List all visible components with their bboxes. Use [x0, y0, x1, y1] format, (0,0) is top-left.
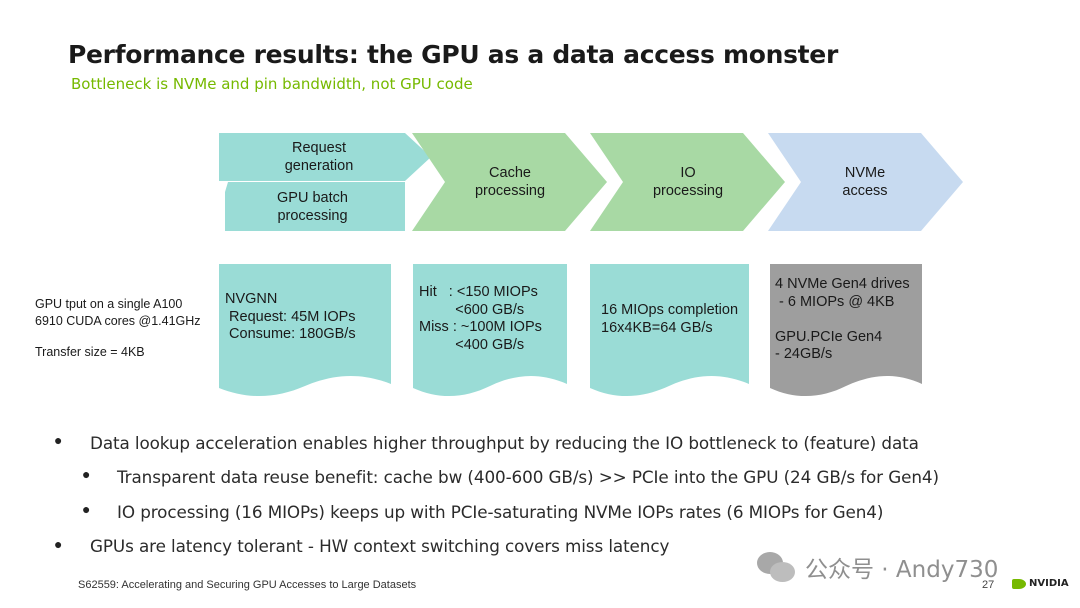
bullet-item: GPUs are latency tolerant - HW context s…: [90, 536, 670, 556]
stage-cache-label: Cache processing: [474, 165, 546, 199]
watermark-text: 公众号 · Andy730: [805, 557, 999, 583]
stage-io-shape: [590, 133, 785, 231]
sub-bullet-item: IO processing (16 MIOPs) keeps up with P…: [117, 502, 884, 522]
sub-bullet-item: Transparent data reuse benefit: cache bw…: [117, 467, 939, 487]
box-nvgnn-shape: [219, 264, 391, 397]
page-number: 27: [982, 579, 995, 591]
box-nvme-stats-shape: [770, 264, 922, 397]
stage-gpu-batch-shape: [225, 182, 405, 231]
bullet-dot-icon: ●: [82, 466, 91, 482]
note-transfer-size: Transfer size = 4KB: [35, 345, 145, 359]
stage-gpu-batch-label: GPU batch processing: [277, 190, 348, 224]
slide-subtitle: Bottleneck is NVMe and pin bandwidth, no…: [71, 75, 473, 93]
note-cuda-cores: 6910 CUDA cores @1.41GHz: [35, 314, 201, 328]
nvidia-eye-icon: [1012, 578, 1026, 589]
note-gpu-tput: GPU tput on a single A100: [35, 297, 183, 311]
wechat-icon: [757, 550, 797, 584]
watermark: 公众号 · Andy730: [757, 550, 998, 584]
bullet-dot-icon: ●: [82, 501, 91, 517]
footer-session: S62559: Accelerating and Securing GPU Ac…: [78, 579, 417, 591]
box-io-stats-text: 16 MIOps completion 16x4KB=64 GB/s: [601, 302, 739, 336]
box-io-stats-shape: [590, 264, 749, 397]
stage-nvme-shape: [768, 133, 963, 231]
stage-cache-shape: [412, 133, 607, 231]
nvidia-wordmark: NVIDIA: [1029, 578, 1069, 589]
slide-title: Performance results: the GPU as a data a…: [68, 40, 838, 69]
stage-nvme-label: NVMe access: [842, 165, 888, 199]
bullet-item: Data lookup acceleration enables higher …: [90, 433, 919, 453]
box-cache-stats-shape: [413, 264, 567, 397]
stage-io-label: IO processing: [652, 165, 724, 199]
box-nvme-stats-text: 4 NVMe Gen4 drives - 6 MIOPs @ 4KB GPU.P…: [775, 276, 910, 362]
bullet-dot-icon: ●: [54, 536, 63, 552]
box-cache-stats-text: Hit : <150 MIOPs <600 GB/s Miss : ~100M …: [419, 284, 542, 353]
bullet-dot-icon: ●: [54, 432, 63, 448]
stage-request-generation-shape: [219, 133, 431, 181]
box-nvgnn-text: NVGNN Request: 45M IOPs Consume: 180GB/s: [225, 291, 356, 342]
stage-request-generation-label: Request generation: [284, 140, 354, 174]
nvidia-logo: NVIDIA: [1012, 578, 1069, 589]
